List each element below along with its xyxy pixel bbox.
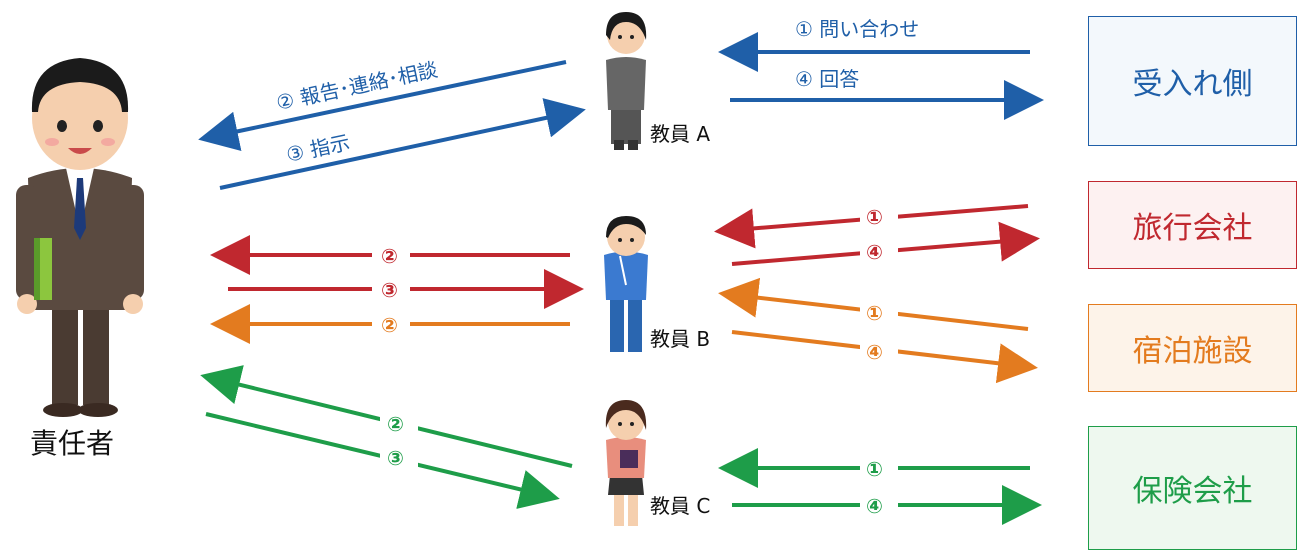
label-c-3: ③: [387, 446, 404, 470]
label-b-orange-1: ①: [866, 301, 883, 325]
party-box-insurance: 保険会社: [1088, 426, 1297, 550]
teacher-a-illustration: [606, 12, 647, 150]
arrow-c-3: [205, 412, 560, 509]
teacher-c-label: 教員 C: [650, 494, 710, 518]
label-b-red-2: ②: [381, 244, 398, 268]
label-b-red-1: ①: [866, 205, 883, 229]
label-b-red-3: ③: [381, 278, 398, 302]
arrow-a-report: [198, 60, 567, 151]
party-label-insurance: 保険会社: [1132, 474, 1253, 509]
teacher-a-label: 教員 A: [650, 122, 710, 146]
party-label-lodging: 宿泊施設: [1132, 334, 1253, 369]
teacher-b-illustration: [604, 216, 648, 352]
party-box-travel-agency: 旅行会社: [1088, 181, 1297, 269]
party-label-receiver: 受入れ側: [1132, 67, 1253, 102]
label-a-inquiry: ① 問い合わせ: [795, 17, 919, 41]
teacher-c-illustration: [605, 400, 647, 526]
responsible-label: 責任者: [30, 427, 114, 460]
arrow-a-instruct: [219, 98, 586, 190]
party-box-lodging: 宿泊施設: [1088, 304, 1297, 392]
party-box-receiver: 受入れ側: [1088, 16, 1297, 146]
label-c-4: ④: [866, 494, 883, 518]
label-c-2: ②: [387, 412, 404, 436]
responsible-person-illustration: [16, 58, 144, 417]
teacher-b-label: 教員 B: [650, 327, 710, 351]
label-b-orange-4: ④: [866, 340, 883, 364]
party-label-travel-agency: 旅行会社: [1132, 211, 1253, 246]
label-c-1: ①: [866, 457, 883, 481]
label-b-orange-2: ②: [381, 313, 398, 337]
label-b-red-4: ④: [866, 240, 883, 264]
label-a-answer: ④ 回答: [795, 67, 859, 91]
